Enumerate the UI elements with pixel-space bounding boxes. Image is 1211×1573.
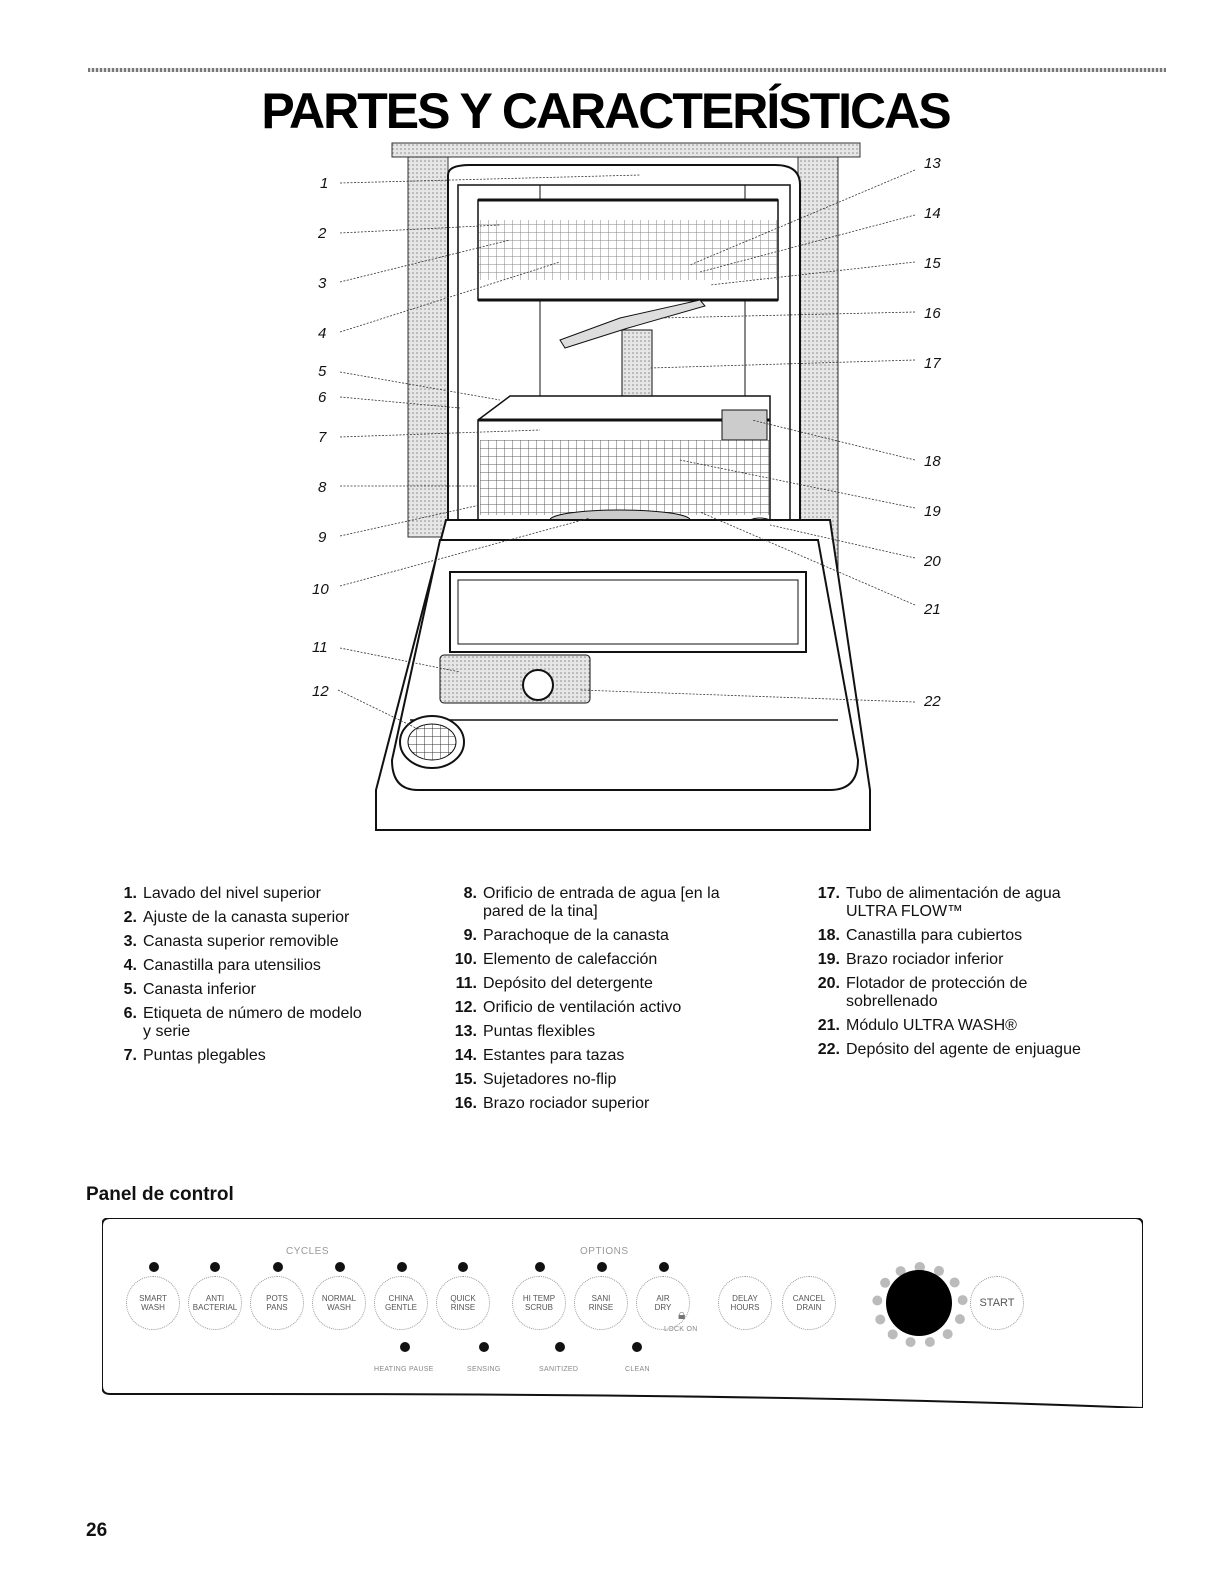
- list-item: 7.Puntas plegables: [123, 1047, 266, 1064]
- list-item: 15.Sujetadores no-flip: [454, 1071, 617, 1088]
- clean-label: CLEAN: [625, 1366, 650, 1373]
- heating-pause-label: HEATING PAUSE: [374, 1366, 434, 1373]
- list-item: 18.Canastilla para cubiertos: [817, 927, 1023, 944]
- china-gentle-button[interactable]: CHINA GENTLE: [374, 1276, 428, 1330]
- upper-rack: [477, 198, 779, 302]
- callout-16: 16: [924, 305, 941, 322]
- cycles-label: CYCLES: [286, 1246, 330, 1257]
- list-item: 6.Etiqueta de número de modelo y serie: [123, 1005, 362, 1040]
- callout-9: 9: [318, 529, 327, 546]
- callout-22: 22: [923, 693, 941, 710]
- cancel-drain-button[interactable]: CANCEL DRAIN: [782, 1276, 836, 1330]
- callout-10: 10: [312, 581, 329, 598]
- list-item: 4.Canastilla para utensilios: [123, 957, 321, 974]
- list-item: 2.Ajuste de la canasta superior: [123, 909, 350, 926]
- dishwasher-diagram: 1 2 3 4 5 6 7 8 9 10 11 12 13 14 15 16 1…: [312, 142, 941, 831]
- start-button[interactable]: START: [970, 1276, 1024, 1330]
- callout-8: 8: [318, 479, 327, 496]
- callout-17: 17: [924, 355, 941, 372]
- page-number: 26: [86, 1520, 108, 1541]
- callout-15: 15: [924, 255, 941, 272]
- parts-list-col2: 8.Orificio de entrada de agua [en la par…: [450, 885, 780, 1119]
- led-hi-temp-scrub: [535, 1262, 545, 1272]
- callout-18: 18: [924, 453, 941, 470]
- list-item: 13.Puntas flexibles: [454, 1023, 596, 1040]
- callout-6: 6: [318, 389, 327, 406]
- list-item: 1.Lavado del nivel superior: [123, 885, 321, 902]
- hi-temp-scrub-button[interactable]: HI TEMP SCRUB: [512, 1276, 566, 1330]
- list-item: 8.Orificio de entrada de agua [en la par…: [463, 885, 720, 920]
- pots-pans-button[interactable]: POTS PANS: [250, 1276, 304, 1330]
- led-anti-bacterial: [210, 1262, 220, 1272]
- sanitized-label: SANITIZED: [539, 1366, 579, 1373]
- parts-list-col1: 1.Lavado del nivel superior 2.Ajuste de …: [110, 885, 420, 1071]
- callout-11: 11: [312, 639, 328, 656]
- list-item: 16.Brazo rociador superior: [454, 1095, 650, 1112]
- callout-3: 3: [318, 275, 327, 292]
- led-clean: [632, 1342, 642, 1352]
- door-window: [449, 571, 807, 653]
- anti-bacterial-button[interactable]: ANTI BACTERIAL: [188, 1276, 242, 1330]
- quick-rinse-button[interactable]: QUICK RINSE: [436, 1276, 490, 1330]
- list-item: 19.Brazo rociador inferior: [817, 951, 1004, 968]
- list-item: 11.Depósito del detergente: [455, 975, 653, 992]
- callout-19: 19: [924, 503, 941, 520]
- sensing-label: SENSING: [467, 1366, 501, 1373]
- normal-wash-button[interactable]: NORMAL WASH: [312, 1276, 366, 1330]
- leader-lines: [337, 169, 916, 731]
- lock-on-label: LOCK ON: [664, 1326, 698, 1333]
- list-item: 17.Tubo de alimentación de agua ULTRA FL…: [817, 885, 1061, 920]
- led-air-dry: [659, 1262, 669, 1272]
- callout-13: 13: [924, 155, 941, 172]
- lower-rack: [477, 395, 771, 521]
- list-item: 12.Orificio de ventilación activo: [454, 999, 682, 1016]
- callout-21: 21: [923, 601, 941, 618]
- air-dry-button[interactable]: AIR DRY: [636, 1276, 690, 1330]
- top-rule: [88, 68, 1166, 72]
- led-pots-pans: [273, 1262, 283, 1272]
- rinse-aid-dial: [522, 669, 554, 701]
- control-knob[interactable]: [886, 1270, 952, 1336]
- parts-list-col3: 17.Tubo de alimentación de agua ULTRA FL…: [813, 885, 1153, 1065]
- list-item: 3.Canasta superior removible: [123, 933, 339, 950]
- list-item: 14.Estantes para tazas: [454, 1047, 625, 1064]
- callout-12: 12: [312, 683, 329, 700]
- led-china-gentle: [397, 1262, 407, 1272]
- callout-1: 1: [320, 175, 328, 192]
- page-title: PARTES Y CARACTERÍSTICAS: [261, 83, 951, 139]
- control-panel-heading: Panel de control: [86, 1184, 234, 1205]
- upper-spray-arm: [559, 299, 706, 349]
- led-quick-rinse: [458, 1262, 468, 1272]
- list-item: 5.Canasta inferior: [123, 981, 256, 998]
- countertop: [391, 142, 861, 158]
- options-label: OPTIONS: [580, 1246, 629, 1257]
- callout-labels: 1 2 3 4 5 6 7 8 9 10 11 12 13 14 15 16 1…: [312, 155, 941, 710]
- control-panel: CYCLES OPTIONS SMART WASH ANTI BACTERIAL…: [102, 1218, 1143, 1408]
- callout-5: 5: [318, 363, 327, 380]
- led-heating-pause: [400, 1342, 410, 1352]
- list-item: 10.Elemento de calefacción: [454, 951, 658, 968]
- list-item: 20.Flotador de protección de sobrellenad…: [817, 975, 1028, 1010]
- sani-rinse-button[interactable]: SANI RINSE: [574, 1276, 628, 1330]
- list-item: 22.Depósito del agente de enjuague: [817, 1041, 1081, 1058]
- callout-7: 7: [318, 429, 327, 446]
- list-item: 9.Parachoque de la canasta: [463, 927, 669, 944]
- lock-icon: 🔒︎: [678, 1306, 686, 1322]
- callout-4: 4: [318, 325, 326, 342]
- delay-hours-button[interactable]: DELAY HOURS: [718, 1276, 772, 1330]
- callout-14: 14: [924, 205, 941, 222]
- callout-2: 2: [317, 225, 327, 242]
- list-item: 21.Módulo ULTRA WASH®: [817, 1017, 1017, 1034]
- led-sanitized: [555, 1342, 565, 1352]
- left-side-panel: [407, 156, 449, 538]
- knob-ring: [872, 1262, 968, 1348]
- smart-wash-button[interactable]: SMART WASH: [126, 1276, 180, 1330]
- led-smart-wash: [149, 1262, 159, 1272]
- led-sani-rinse: [597, 1262, 607, 1272]
- led-normal-wash: [335, 1262, 345, 1272]
- detergent-dispenser: [439, 654, 591, 704]
- callout-20: 20: [923, 553, 941, 570]
- led-sensing: [479, 1342, 489, 1352]
